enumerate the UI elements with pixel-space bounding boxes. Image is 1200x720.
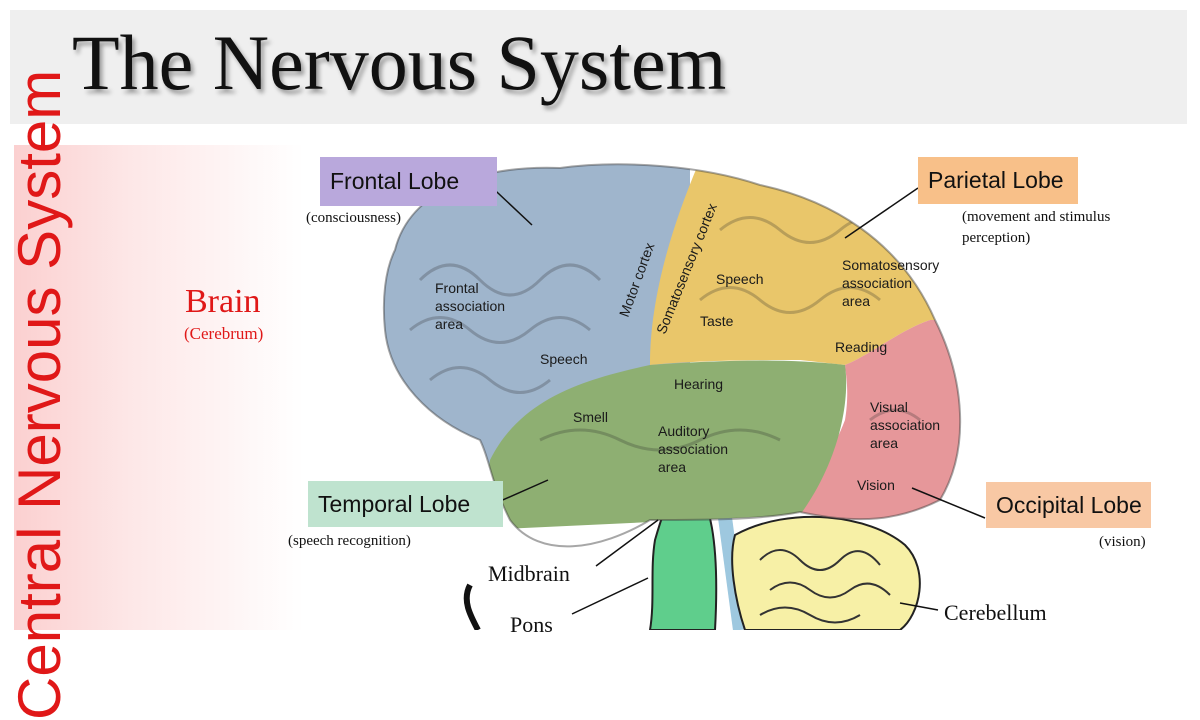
region-vision: Vision: [857, 477, 895, 493]
pons-label: Pons: [510, 612, 553, 637]
cerebellum-folds: [759, 549, 891, 624]
parietal-lobe-note: (movement and stimulus perception): [962, 209, 1111, 246]
occipital-lobe-note: (vision): [1099, 534, 1146, 550]
region-taste: Taste: [700, 313, 734, 329]
parietal-lobe-box: Parietal Lobe: [918, 157, 1078, 204]
cortex-folds: [409, 216, 921, 452]
occipital-pointer: [911, 487, 986, 519]
region-speech-parietal: Speech: [716, 271, 763, 287]
cerebrum-label: (Cerebrum): [184, 324, 264, 343]
temporal-lobe-note: (speech recognition): [288, 533, 411, 549]
pons-pointer: [571, 577, 649, 615]
region-speech-frontal: Speech: [540, 351, 587, 367]
brain-outline: [382, 163, 962, 548]
occipital-lobe-box: Occipital Lobe: [986, 482, 1151, 528]
temporal-lobe-region: [480, 360, 847, 530]
side-panel: [14, 145, 304, 630]
occipital-lobe-region: [770, 320, 961, 540]
midbrain-pointer: [595, 519, 659, 567]
frontal-lobe-box: Frontal Lobe: [320, 157, 497, 206]
region-reading: Reading: [835, 339, 887, 355]
cerebellum: [731, 515, 921, 630]
temporal-lobe-box: Temporal Lobe: [308, 481, 503, 527]
parietal-pointer: [844, 187, 919, 239]
cerebellum-pointer: [899, 602, 939, 611]
region-hearing: Hearing: [674, 376, 723, 392]
frontal-lobe-note: (consciousness): [306, 210, 401, 226]
midbrain-label: Midbrain: [488, 561, 570, 586]
region-smell: Smell: [573, 409, 608, 425]
brain-label: Brain: [185, 283, 261, 320]
cerebellum-label: Cerebellum: [944, 600, 1047, 625]
page-title: The Nervous System: [72, 19, 727, 106]
title-bar: The Nervous System: [10, 10, 1187, 124]
nerve-fiber: [463, 583, 481, 630]
